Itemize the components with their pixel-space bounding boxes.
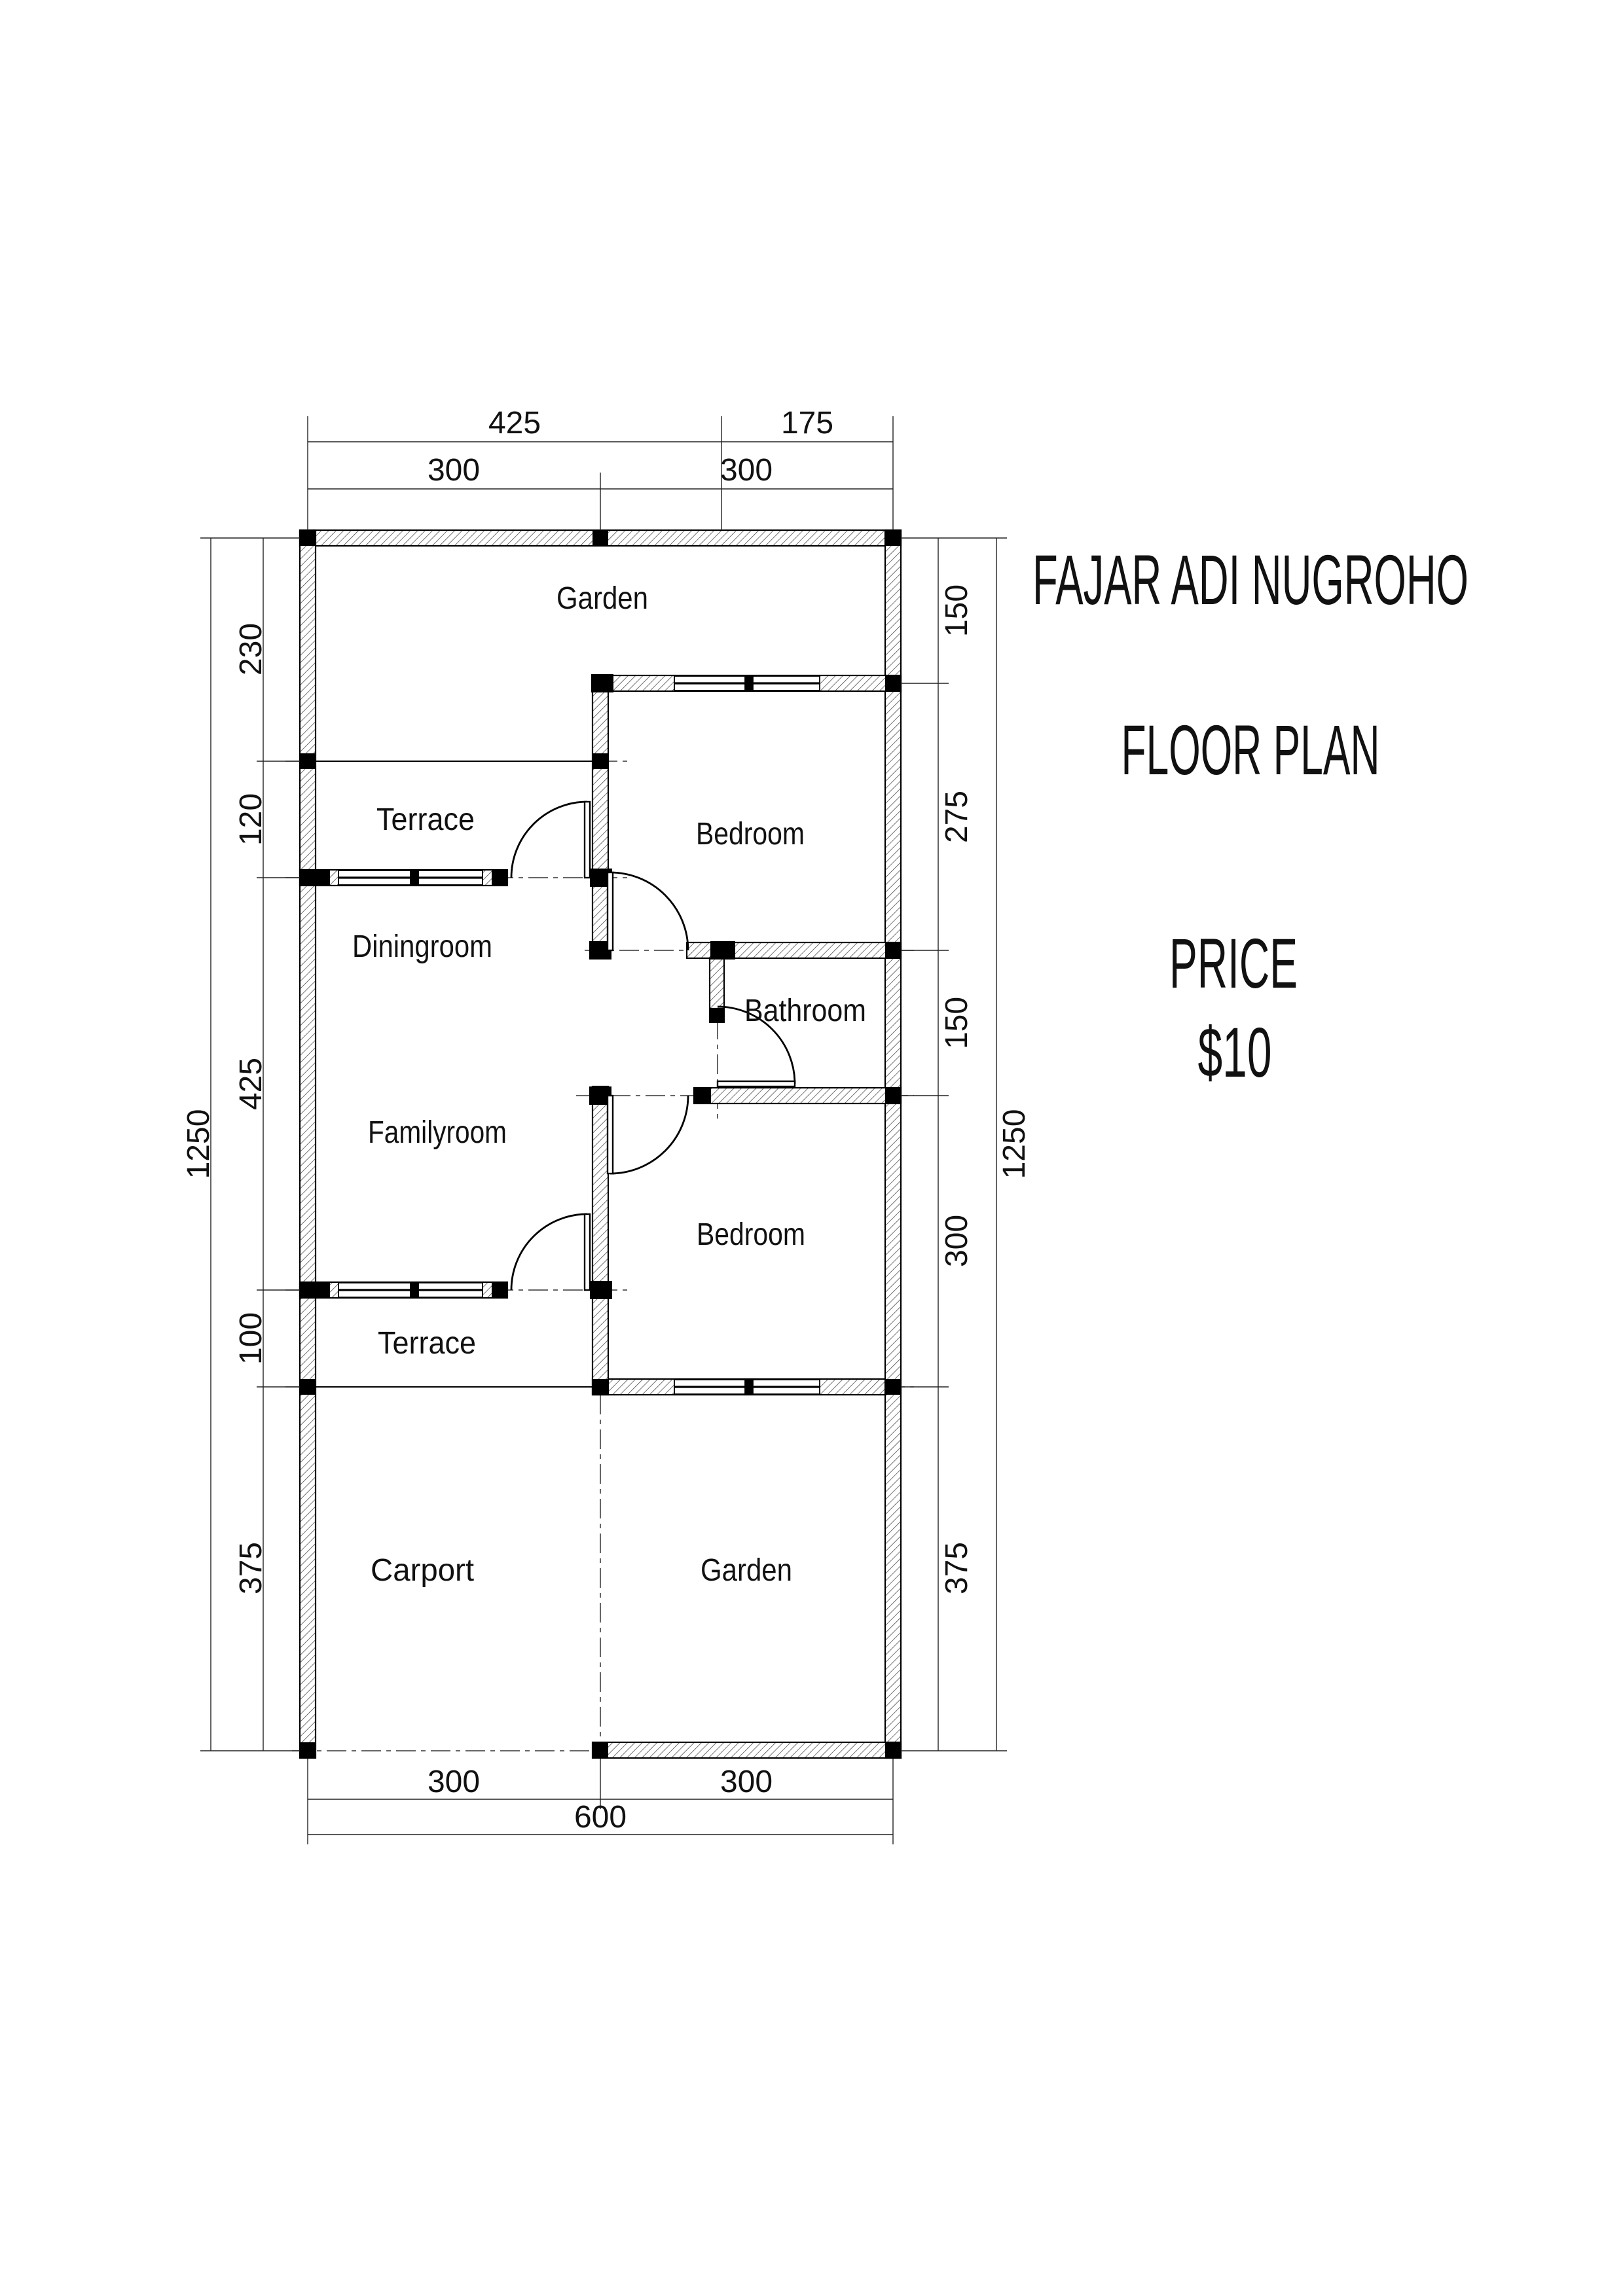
door-swing-arc [610,1095,689,1175]
door-bathroom [716,1005,796,1088]
column [300,1379,316,1395]
door-terrace-upper [510,800,591,879]
wall-cap [492,1282,507,1298]
column [593,530,608,546]
dim-right-300: 300 [939,1215,974,1267]
room-label-familyroom: Familyroom [368,1115,507,1150]
wall-middle-lower [591,1085,610,1396]
wall-cap [316,1282,330,1298]
dim-left-375: 375 [234,1542,268,1594]
dim-right-1250: 1250 [997,1109,1032,1179]
column [593,1379,608,1395]
wall-left [299,529,317,1759]
door-bedroom-upper [606,871,689,952]
door-terrace-lower [510,1213,591,1291]
door-swing-arc [510,800,588,878]
wall-middle-upper [591,674,610,952]
room-label-terrace-upper: Terrace [376,802,475,837]
room-label-garden-top: Garden [556,581,648,616]
column [300,753,316,769]
column [593,1742,608,1758]
dim-bottom-600: 600 [574,1800,627,1835]
doors [510,800,796,1291]
dim-top-425: 425 [488,406,541,440]
columns [300,530,901,1758]
dim-top-300-left: 300 [428,453,480,488]
dim-left-1250: 1250 [181,1109,216,1179]
column [590,1281,612,1299]
dimension-labels: 425 175 300 300 300 300 600 230 120 425 … [181,406,1032,1835]
title-block: FAJAR ADI NUGROHO FLOOR PLAN PRICE $10 [1032,540,1468,1092]
dim-right-150-top: 150 [939,584,974,637]
room-label-bedroom-upper: Bedroom [696,817,805,852]
window-terrace-lower [338,1282,483,1298]
dim-bottom-300-left: 300 [428,1765,480,1799]
room-label-garden-lower: Garden [701,1553,792,1588]
room-label-bedroom-lower: Bedroom [697,1217,805,1252]
column [885,675,901,691]
room-label-bathroom: Bathroom [744,994,866,1028]
column [885,1379,901,1395]
column [300,530,316,546]
wall-right [884,529,902,1759]
door-leaf [716,1080,796,1088]
column [885,942,901,958]
column [591,674,613,692]
door-swing-arc [510,1213,588,1291]
dim-top-300-right: 300 [720,453,773,488]
dim-right-275: 275 [939,791,974,843]
dim-left-100: 100 [234,1312,268,1365]
wall-cap [694,1088,711,1103]
column [710,941,735,960]
dim-left-230: 230 [234,623,268,675]
wall-garden-bottom [591,1741,902,1759]
wall-cap [492,870,507,886]
window-post [410,870,418,885]
column [300,1742,316,1758]
room-labels: Garden Terrace Bedroom Diningroom Bathro… [352,581,866,1588]
column [885,1088,901,1103]
column [593,753,608,769]
window-terrace-upper [338,870,483,886]
window-post [745,676,753,691]
windows [338,675,820,1395]
dim-right-375: 375 [939,1542,974,1594]
drawing-title: FLOOR PLAN [1122,710,1380,789]
dim-bottom-300-right: 300 [720,1765,773,1799]
price-value: $10 [1198,1013,1272,1092]
window-post [410,1283,418,1297]
door-swing-arc [717,1005,796,1085]
wall-cap [709,1009,725,1023]
column [885,1742,901,1758]
dim-left-120: 120 [234,793,268,846]
window-bedroom-upper [674,675,820,691]
price-label: PRICE [1169,924,1298,1003]
door-leaf [606,871,614,952]
wall-cap [316,870,330,886]
room-label-diningroom: Diningroom [352,929,492,964]
dimension-lines [200,416,1007,1844]
wall-bathroom-stub [708,957,725,1010]
dim-top-175: 175 [781,406,833,440]
door-leaf [583,800,591,879]
open-boundaries [316,761,593,1388]
window-post [745,1380,753,1394]
room-label-terrace-lower: Terrace [378,1326,476,1361]
door-leaf [583,1213,591,1291]
wall-bathroom-bottom [693,1086,902,1105]
column [885,530,901,546]
owner-name: FAJAR ADI NUGROHO [1032,540,1468,619]
dim-left-425: 425 [234,1058,268,1110]
room-label-carport: Carport [371,1553,474,1588]
door-bedroom-lower [606,1094,689,1175]
window-bedroom-lower [674,1379,820,1395]
door-leaf [606,1094,614,1175]
door-swing-arc [610,871,689,951]
dim-right-150-bottom: 150 [939,997,974,1049]
